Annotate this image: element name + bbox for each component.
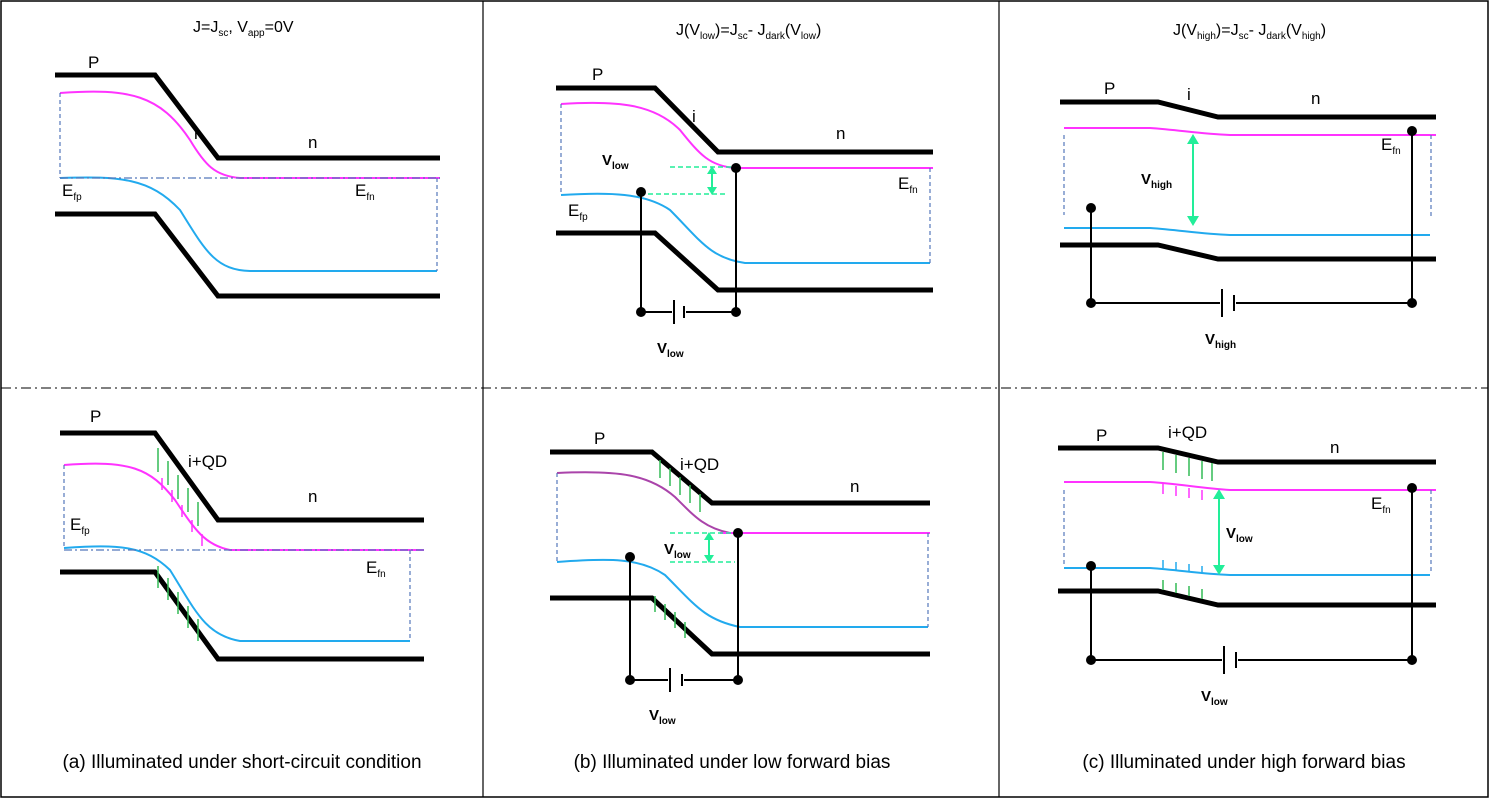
panel-b-bottom: P i+QD n Vlow Vlow [550, 429, 930, 727]
conduction-band [1060, 99, 1436, 120]
panel-a-top: P i n Efp Efn [55, 53, 440, 299]
circuit-nodes [1086, 483, 1417, 665]
conduction-band [556, 85, 933, 155]
valence-band [556, 230, 933, 293]
label-i-qd: i+QD [1168, 423, 1207, 442]
label-efn: Efn [898, 174, 918, 196]
label-efn: Efn [355, 181, 375, 203]
valence-band [1060, 242, 1436, 262]
label-efp: Efp [62, 181, 82, 203]
label-p: P [594, 429, 605, 448]
hole-quasi-fermi-level [59, 176, 437, 272]
vlow-label-circuit: Vlow [657, 340, 684, 360]
conduction-band [55, 72, 440, 161]
valence-band [60, 569, 424, 662]
electron-quasi-fermi-level [556, 471, 930, 534]
hole-quasi-fermi-level [556, 558, 928, 628]
valence-band [550, 595, 930, 657]
qd-state-markers [157, 448, 199, 641]
label-p: P [1104, 79, 1115, 98]
qd-hole-ticks [1162, 560, 1203, 574]
qd-electron-ticks [161, 478, 203, 546]
valence-band [55, 211, 440, 299]
vlow-arrowhead-up [1213, 489, 1225, 499]
bias-circuit [1090, 131, 1413, 317]
label-i-qd: i+QD [188, 452, 227, 471]
label-n: n [308, 487, 317, 506]
vlow-label-band: Vlow [602, 152, 629, 172]
vhigh-label-circuit: Vhigh [1205, 331, 1236, 351]
label-i: i [1187, 85, 1191, 104]
label-efn: Efn [1381, 135, 1401, 157]
bias-circuit [640, 168, 737, 324]
qd-state-markers [654, 460, 701, 638]
electron-quasi-fermi-level [1064, 127, 1436, 136]
vlow-label-circuit: Vlow [1201, 688, 1228, 708]
label-i: i [194, 124, 198, 143]
label-n: n [1311, 89, 1320, 108]
header-b: J(Vlow)=Jsc- Jdark(Vlow) [676, 22, 821, 42]
valence-band [1058, 588, 1436, 608]
label-n: n [1330, 438, 1339, 457]
vhigh-arrowhead-up [1187, 134, 1199, 144]
label-i-qd: i+QD [680, 455, 719, 474]
panel-a-bottom: P i+QD n Efp Efn [60, 407, 424, 662]
circuit-nodes [1086, 126, 1417, 308]
header-c: J(Vhigh)=Jsc- Jdark(Vhigh) [1173, 22, 1326, 42]
bias-circuit [629, 533, 739, 692]
hole-quasi-fermi-level [560, 192, 930, 264]
label-p: P [1096, 426, 1107, 445]
label-i: i [692, 107, 696, 126]
vlow-arrowhead-down [707, 187, 717, 195]
panel-c-top: P i n Efn Vhigh Vhigh [1060, 79, 1436, 351]
label-efn: Efn [366, 558, 386, 580]
vlow-arrowhead-up [707, 166, 717, 174]
vlow-arrowhead-down [704, 555, 714, 563]
label-n: n [308, 133, 317, 152]
vhigh-arrowhead-down [1187, 216, 1199, 226]
hole-quasi-fermi-level [1064, 227, 1430, 236]
hole-quasi-fermi-level [63, 545, 410, 642]
vlow-label-band: Vlow [664, 541, 691, 561]
electron-quasi-fermi-level [63, 462, 424, 551]
panel-b-top: P i n Efp Efn Vlow Vlow [556, 65, 933, 360]
label-n: n [850, 477, 859, 496]
hole-quasi-fermi-level [1064, 567, 1430, 576]
label-efp: Efp [70, 515, 90, 537]
header-a: J=Jsc, Vapp=0V [193, 19, 294, 39]
circuit-nodes [625, 528, 743, 685]
conduction-band [550, 449, 930, 506]
vhigh-label-band: Vhigh [1141, 171, 1172, 191]
electron-quasi-fermi-level [59, 90, 440, 179]
conduction-band [1058, 445, 1436, 465]
label-p: P [88, 53, 99, 72]
vlow-arrowhead-down [1213, 565, 1225, 575]
bias-circuit [1090, 488, 1413, 674]
electron-quasi-fermi-level [560, 101, 933, 169]
label-p: P [592, 65, 603, 84]
caption-c: (c) Illuminated under high forward bias [1082, 752, 1405, 773]
vlow-arrowhead-up [704, 532, 714, 540]
label-p: P [90, 407, 101, 426]
qd-state-markers [1162, 452, 1213, 599]
circuit-nodes [636, 163, 741, 317]
label-n: n [836, 124, 845, 143]
label-efp: Efp [568, 201, 588, 223]
qd-electron-ticks [1162, 484, 1203, 500]
vlow-label-band: Vlow [1226, 525, 1253, 545]
panel-c-bottom: P i+QD n Efn Vlow Vlow [1058, 423, 1436, 708]
conduction-band [60, 430, 424, 523]
electron-quasi-fermi-level [1064, 481, 1436, 491]
caption-b: (b) Illuminated under low forward bias [574, 752, 891, 773]
vlow-label-circuit: Vlow [649, 707, 676, 727]
caption-a: (a) Illuminated under short-circuit cond… [62, 752, 421, 773]
label-efn: Efn [1371, 494, 1391, 516]
